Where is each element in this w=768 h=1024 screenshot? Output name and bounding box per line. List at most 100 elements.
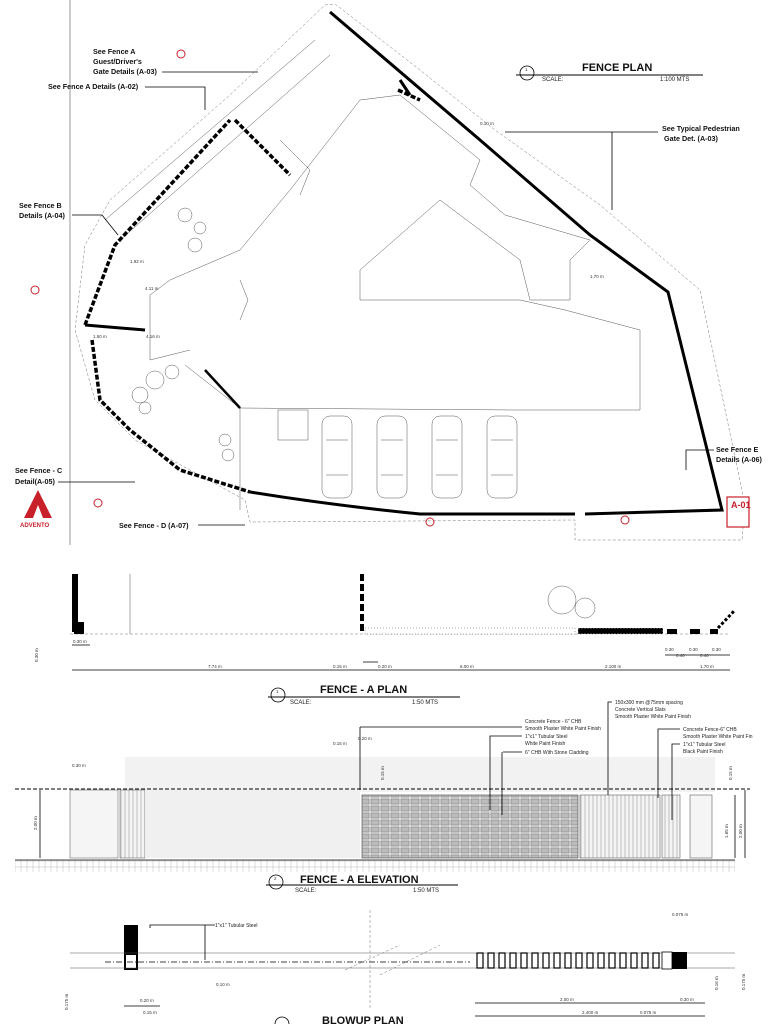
title-marker xyxy=(274,1016,290,1024)
scale-value: 1:50 MTS xyxy=(413,888,439,894)
blowup-plan-title: BLOWUP PLAN xyxy=(322,1015,404,1024)
concrete-post xyxy=(69,789,119,859)
dim-text: 2.00 m xyxy=(738,824,743,838)
dim-text: 0.175 m xyxy=(64,993,69,1010)
dim-text: 0.30 m xyxy=(73,639,87,644)
fence-d-line xyxy=(249,490,575,516)
background-house xyxy=(125,757,715,792)
slat xyxy=(586,952,594,969)
dim-text: 1.65 m xyxy=(724,824,729,838)
leader-line xyxy=(145,86,206,110)
slat xyxy=(652,952,660,969)
sheet-number: A-01 xyxy=(731,500,751,510)
dim-text: 0.30 m xyxy=(34,648,39,662)
slat xyxy=(608,952,616,969)
dim-text: 0.40 xyxy=(676,653,685,658)
house-outline xyxy=(169,94,641,510)
dim-text: 1.92 m xyxy=(130,259,144,264)
landscape-trees xyxy=(131,207,235,462)
note-vertical-slats: 150x300 mm @75mm spacing xyxy=(615,700,683,706)
dim-text: 0.30 m xyxy=(72,763,86,768)
fence-a-plan: 0.30 m 0.30 m 7.74 m 0.15 m 0.20 m 6.00 … xyxy=(34,574,737,706)
callout-fence-e: See Fence E xyxy=(716,445,759,454)
slat xyxy=(641,952,649,969)
scale-label: SCALE: xyxy=(295,888,317,894)
ground-hatch xyxy=(15,860,735,872)
slat xyxy=(520,952,528,969)
post xyxy=(710,629,718,634)
gate-panel xyxy=(661,794,681,859)
note-concrete-fence-2: Smooth Plaster White Paint Fin xyxy=(683,734,753,740)
callout-fence-b: See Fence B xyxy=(19,201,62,210)
dim-text: 0.15 m xyxy=(380,766,385,780)
slat xyxy=(575,952,583,969)
dim-text: 0.15 m xyxy=(143,1010,157,1015)
fence-b-line xyxy=(83,118,232,326)
dim-text: 2.00 m xyxy=(33,816,38,830)
dimension-line xyxy=(39,790,746,858)
leader-line xyxy=(505,131,658,210)
dimension-lines xyxy=(124,1002,705,1017)
dim-text: 0.30 xyxy=(689,647,698,652)
driveway-edge xyxy=(104,39,331,241)
dim-text: 1.50 m xyxy=(93,334,107,339)
slat xyxy=(498,952,506,969)
wall xyxy=(398,79,412,96)
house-walls xyxy=(149,139,311,409)
section-markers xyxy=(30,49,630,527)
parking-cars xyxy=(321,415,518,499)
note-stone-cladding: 6" CHB With Stone Cladding xyxy=(525,750,589,756)
note-vertical-slats: Concrete Vertical Slats xyxy=(615,707,666,713)
dim-text: 0.10 m xyxy=(480,121,494,126)
note-tubular-steel: White Paint Finish xyxy=(525,741,566,747)
planter xyxy=(277,409,309,441)
scale-value: 1:50 MTS xyxy=(412,700,438,706)
scale-value: 1:100 MTS xyxy=(660,77,689,83)
slat xyxy=(476,952,484,969)
callout-fence-a-details: See Fence A Details (A-02) xyxy=(48,82,139,91)
slat xyxy=(531,952,539,969)
callout-fence-b: Details (A-04) xyxy=(19,211,66,220)
vertical-slats xyxy=(579,794,661,859)
callout-fence-a-gate: See Fence A xyxy=(93,47,135,56)
dim-text: 0.20 m xyxy=(358,736,372,741)
advento-logo: ADVENTO xyxy=(20,490,52,529)
post xyxy=(690,629,700,634)
dim-text: 6.00 m xyxy=(460,664,474,669)
blowup-plan: 1"x1" Tubular Steel 0.175 m 0.20 m 0.15 … xyxy=(64,910,746,1024)
title-number: 2 xyxy=(274,876,277,881)
concrete-post xyxy=(689,794,713,859)
dim-text: 0.15 m xyxy=(333,664,347,669)
dim-text: 0.10 m xyxy=(216,982,230,987)
note-tubular-steel: 1"x1" Tubular Steel xyxy=(525,734,567,740)
stone-cladding-wall xyxy=(361,794,579,859)
tree xyxy=(574,597,596,619)
fence-c-line xyxy=(90,339,251,494)
end-post xyxy=(661,951,673,970)
title-marker xyxy=(270,687,286,703)
tubular-steel-rail xyxy=(364,627,576,635)
dim-text: 0.30 m xyxy=(680,997,694,1002)
svg-text:ADVENTO: ADVENTO xyxy=(20,523,50,529)
slat xyxy=(487,952,495,969)
wall xyxy=(204,369,241,409)
callout-fence-d: See Fence - D (A-07) xyxy=(119,521,189,530)
callout-pedestrian-gate: See Typical Pedestrian xyxy=(662,124,740,133)
dim-text: 0.40 xyxy=(700,653,709,658)
dim-text: 0.075 m xyxy=(672,912,689,917)
note-black-steel: Black Paint Finish xyxy=(683,749,723,755)
gate-segment xyxy=(233,88,421,177)
callout-fence-e: Details (A-06) xyxy=(716,455,763,464)
dim-text: 4.16 m xyxy=(146,334,160,339)
dim-text: 2.100 m xyxy=(605,664,622,669)
callout-fence-c: See Fence - C xyxy=(15,466,62,475)
dim-text: 0.15 m xyxy=(728,766,733,780)
dim-text: 0.30 xyxy=(665,647,674,652)
slat xyxy=(509,952,517,969)
gate-panel xyxy=(119,789,146,859)
leader-line xyxy=(685,449,714,470)
slat-posts xyxy=(476,952,660,969)
title-number: 1 xyxy=(525,67,528,72)
callout-fence-c: Detail(A-05) xyxy=(15,477,56,486)
